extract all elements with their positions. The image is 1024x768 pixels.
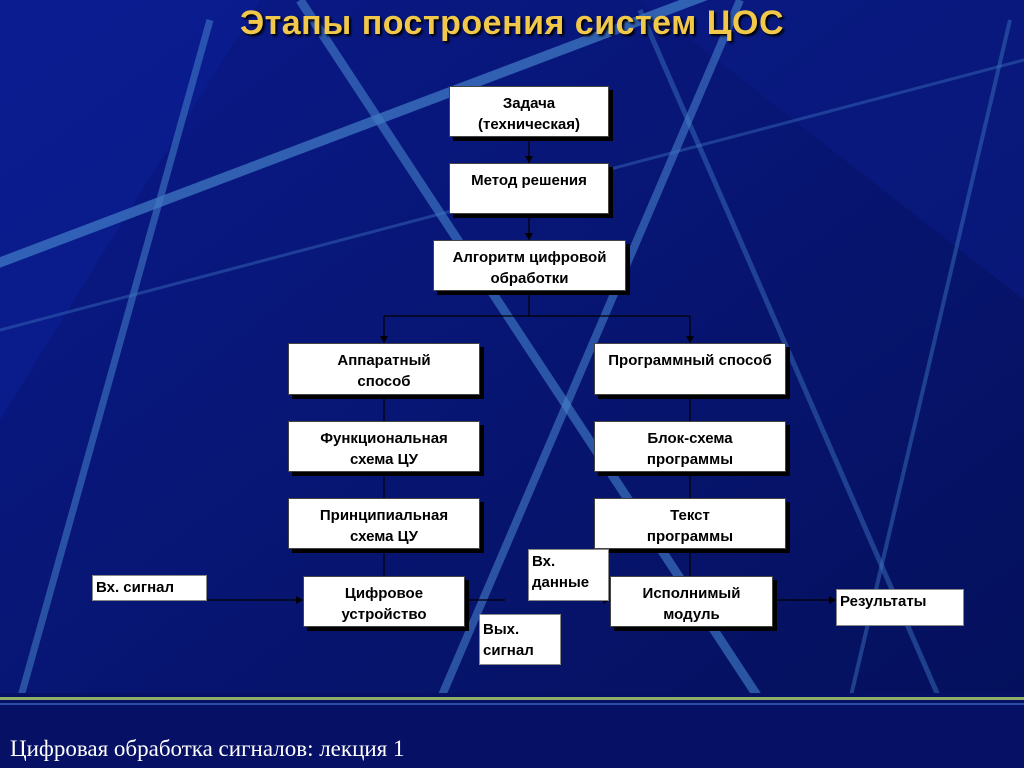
input-data-label: Вх. данные [528,549,609,601]
task-box: Задача (техническая) [449,86,609,137]
functional-scheme-box: Функциональная схема ЦУ [288,421,480,472]
executable-module-box: Исполнимый модуль [610,576,773,627]
results-label: Результаты [836,589,964,626]
method-box: Метод решения [449,163,609,214]
footer-caption: Цифровая обработка сигналов: лекция 1 [10,736,405,761]
digital-device-box: Цифровое устройство [303,576,465,627]
input-signal-label: Вх. сигнал [92,575,207,601]
page-title: Этапы построения систем ЦОС [239,4,785,42]
algorithm-box: Алгоритм цифровой обработки [433,240,626,291]
block-scheme-box: Блок-схема программы [594,421,786,472]
principal-scheme-box: Принципиальная схема ЦУ [288,498,480,549]
footer-rule-top [0,697,1024,700]
program-text-box: Текст программы [594,498,786,549]
hardware-method-box: Аппаратный способ [288,343,480,395]
footer-rule-bottom [0,703,1024,705]
output-signal-label: Вых. сигнал [479,614,561,665]
software-method-box: Программный способ [594,343,786,395]
